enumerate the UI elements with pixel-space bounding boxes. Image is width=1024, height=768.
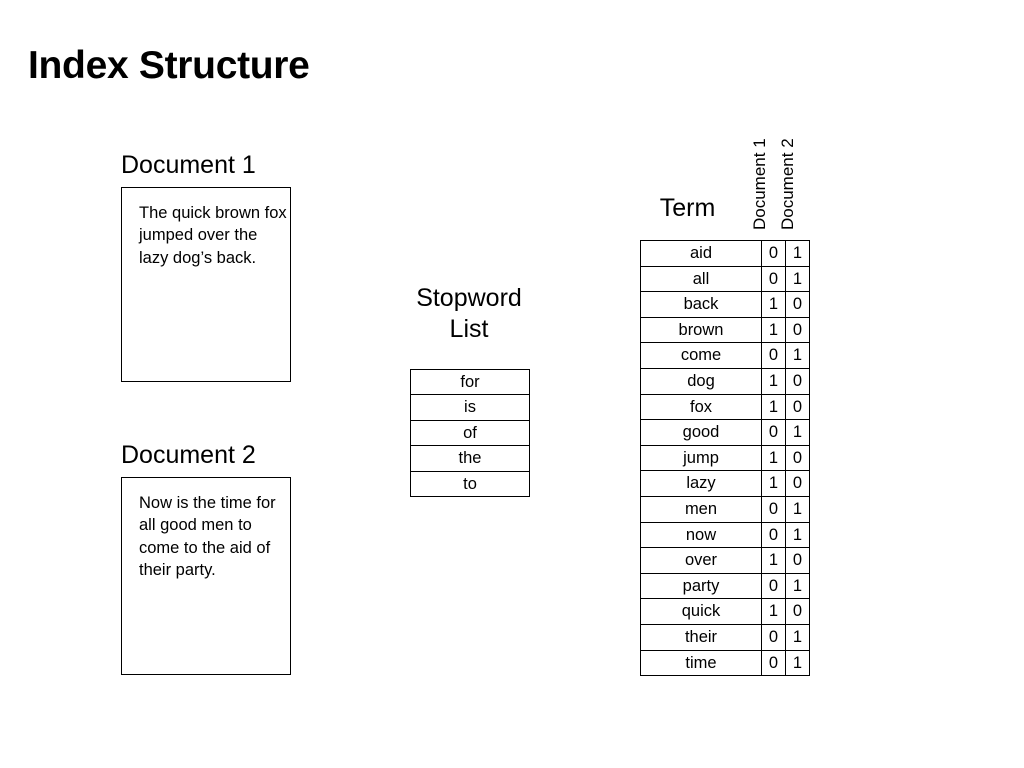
document-1-bit-cell: 0 [761,265,786,293]
document-1-bit-cell: 1 [761,316,786,344]
document-2-bit-cell: 1 [785,419,810,446]
document-1-bit-cell: 1 [761,393,786,421]
term-cell: come [640,342,762,369]
document-1-bit-cell: 1 [761,367,786,395]
document-2-bit-cell: 0 [785,547,810,574]
term-cell: back [640,291,762,318]
stopword-row: for [410,368,530,396]
term-cell: their [640,623,762,651]
stopword-cell: for [410,368,530,396]
document-1-bit-cell: 0 [761,521,786,549]
document-2-bit-cell: 1 [785,572,810,600]
document-1-bit-cell: 1 [761,291,786,318]
term-cell: brown [640,316,762,344]
document-1-column-header: Document 1 [750,138,769,230]
term-cell: dog [640,367,762,395]
stopword-row: is [410,394,530,421]
document-2-column-header: Document 2 [778,138,797,230]
document-1-bit-cell: 1 [761,444,786,472]
document-1-bit-cell: 0 [761,623,786,651]
stopword-row: the [410,445,530,472]
document-1-bit-cell: 1 [761,547,786,574]
document-2-bit-cell: 0 [785,598,810,625]
document-1-bit-cell: 0 [761,419,786,446]
term-column-heading: Term [659,194,716,222]
term-cell: jump [640,444,762,472]
stopword-heading-line-1: Stopword [416,284,522,312]
document-2-column-header-wrap: Document 2 [778,110,818,230]
document-1-bit-cell: 0 [761,495,786,523]
term-cell: quick [640,598,762,625]
document-1-bit-cell: 1 [761,598,786,625]
document-1-bit-cell: 0 [761,649,786,677]
term-cell: men [640,495,762,523]
document-2-bit-cell: 0 [785,444,810,472]
document-1-heading: Document 1 [121,151,256,179]
document-2-bit-cell: 1 [785,240,810,267]
term-cell: good [640,419,762,446]
document-2-bit-cell: 1 [785,521,810,549]
document-1-bit-cell: 0 [761,240,786,267]
document-2-box: Now is the time for all good men to come… [121,477,291,675]
term-cell: now [640,521,762,549]
document-1-bit-cell: 0 [761,572,786,600]
stopword-cell: the [410,445,530,472]
page-title: Index Structure [28,44,310,87]
term-cell: aid [640,240,762,267]
document-2-bit-cell: 0 [785,291,810,318]
document-1-bit-cell: 0 [761,342,786,369]
term-cell: lazy [640,470,762,497]
stopword-cell: of [410,419,530,447]
document-1-bit-cell: 1 [761,470,786,497]
document-2-heading: Document 2 [121,441,256,469]
stopword-row: to [410,470,530,497]
document-2-bit-cell: 1 [785,342,810,369]
document-2-bit-cell: 0 [785,470,810,497]
document-2-bit-cell: 1 [785,495,810,523]
stopword-cell: to [410,470,530,497]
document-2-bit-cell: 1 [785,649,810,677]
document-1-text: The quick brown fox jumped over the lazy… [139,204,287,267]
stopword-cell: is [410,394,530,421]
stopword-list-body: for is of the to [410,368,530,497]
stopword-row: of [410,419,530,447]
term-cell: time [640,649,762,677]
term-cell: over [640,547,762,574]
document-2-bit-cell: 1 [785,623,810,651]
stopword-list-heading: Stopword List [380,283,558,346]
document-2-bit-cell: 0 [785,367,810,395]
document-2-text: Now is the time for all good men to come… [139,494,276,579]
document-2-bit-cell: 0 [785,316,810,344]
stopword-heading-line-2: List [449,315,489,344]
term-cell: party [640,572,762,600]
stopword-list-table: for is of the to [410,368,530,497]
document-2-bit-cell: 1 [785,265,810,293]
term-cell: fox [640,393,762,421]
document-2-bit-cell: 0 [785,393,810,421]
document-1-box: The quick brown fox jumped over the lazy… [121,187,291,382]
term-cell: all [640,265,762,293]
